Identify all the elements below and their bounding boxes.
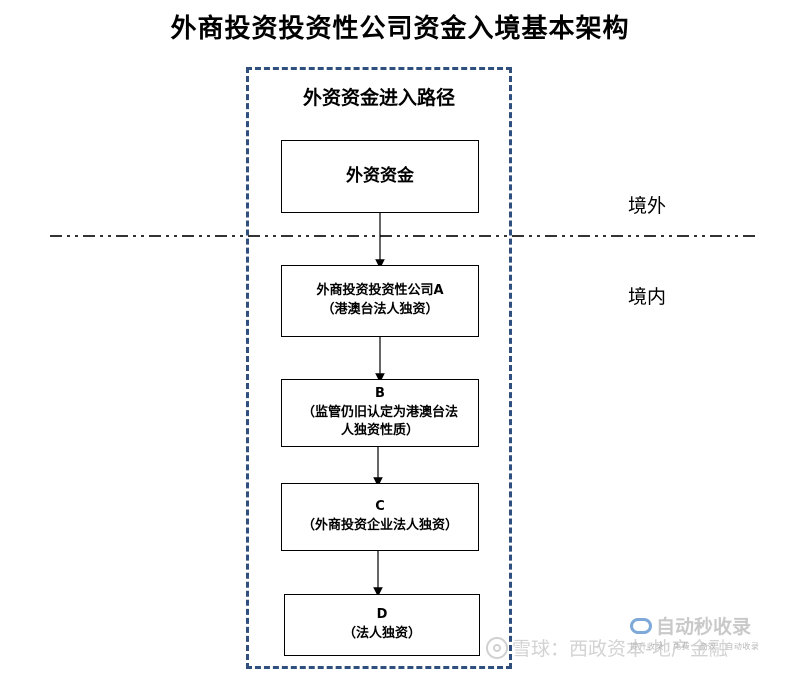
- xueqiu-logo-icon: [486, 636, 508, 659]
- node-c-line1: C: [375, 499, 385, 515]
- node-d-line1: D: [376, 607, 388, 623]
- node-b-line1: B: [375, 385, 385, 401]
- node-c-line2: （外商投资企业法人独资）: [301, 518, 458, 533]
- node-company-b: B （监管仍旧认定为港澳台法 人独资性质）: [281, 379, 479, 447]
- node-foreign-capital: 外资资金: [281, 140, 479, 213]
- xueqiu-watermark: 雪球：西政资本-地产金融: [486, 634, 728, 661]
- entry-path-frame: [246, 67, 512, 669]
- auto-index-subtext: 提升收录 · 免费 · 高效 · 自动收录: [630, 642, 760, 651]
- node-a-line1: 外商投资投资性公司A: [316, 283, 444, 299]
- xueqiu-watermark-text: 雪球：西政资本-地产金融: [512, 638, 728, 660]
- auto-index-logo-icon: [630, 617, 652, 634]
- frame-title: 外资资金进入路径: [302, 87, 455, 109]
- auto-index-watermark: 自动秒收录 提升收录 · 免费 · 高效 · 自动收录: [630, 612, 790, 652]
- node-b-line3: 人独资性质）: [340, 423, 419, 439]
- node-company-a: 外商投资投资性公司A （港澳台法人独资）: [281, 265, 479, 337]
- diagram-title: 外商投资投资性公司资金入境基本架构: [170, 14, 630, 44]
- node-company-c: C （外商投资企业法人独资）: [281, 483, 479, 551]
- node-d-line2: （法人独资）: [342, 626, 421, 641]
- node-b-line2: （监管仍旧认定为港澳台法: [301, 404, 458, 420]
- region-outside-label: 境外: [628, 195, 667, 217]
- auto-index-logo-text: 自动秒收录: [656, 616, 752, 638]
- node-foreign-capital-label: 外资资金: [346, 166, 414, 187]
- region-inside-label: 境内: [628, 286, 667, 308]
- node-company-d: D （法人独资）: [284, 594, 480, 656]
- node-a-line2: （港澳台法人独资）: [321, 302, 439, 317]
